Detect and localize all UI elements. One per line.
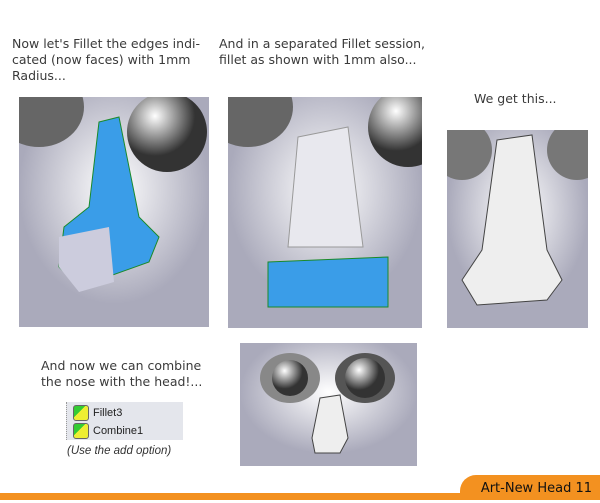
text-line: cated (now faces) with 1mm <box>12 52 191 67</box>
text-line: Radius... <box>12 68 66 83</box>
text-line: the nose with the head!... <box>41 374 203 389</box>
tree-item-combine1[interactable]: Combine1 <box>73 423 143 439</box>
step4-text: And now we can combine the nose with the… <box>41 358 202 390</box>
combined-head-image <box>240 343 417 466</box>
step2-text: And in a separated Fillet session, fille… <box>219 36 425 68</box>
feature-tree: Fillet3 Combine1 <box>66 402 183 440</box>
footer-page-label: Art-New Head 11 <box>460 475 600 500</box>
caption: (Use the add option) <box>67 445 172 457</box>
fillet-session-image <box>228 97 422 328</box>
footer-bar <box>0 493 600 500</box>
text-line: fillet as shown with 1mm also... <box>219 52 417 67</box>
result-image <box>447 130 588 328</box>
combine-icon <box>73 423 89 439</box>
text-line: Now let's Fillet the edges indi- <box>12 36 200 51</box>
fillet-edges-image <box>19 97 209 327</box>
fillet-icon <box>73 405 89 421</box>
tree-item-fillet3[interactable]: Fillet3 <box>73 405 122 421</box>
text-line: And now we can combine <box>41 358 202 373</box>
text-line: And in a separated Fillet session, <box>219 36 425 51</box>
step1-text: Now let's Fillet the edges indi- cated (… <box>12 36 200 84</box>
step3-text: We get this... <box>474 91 557 106</box>
